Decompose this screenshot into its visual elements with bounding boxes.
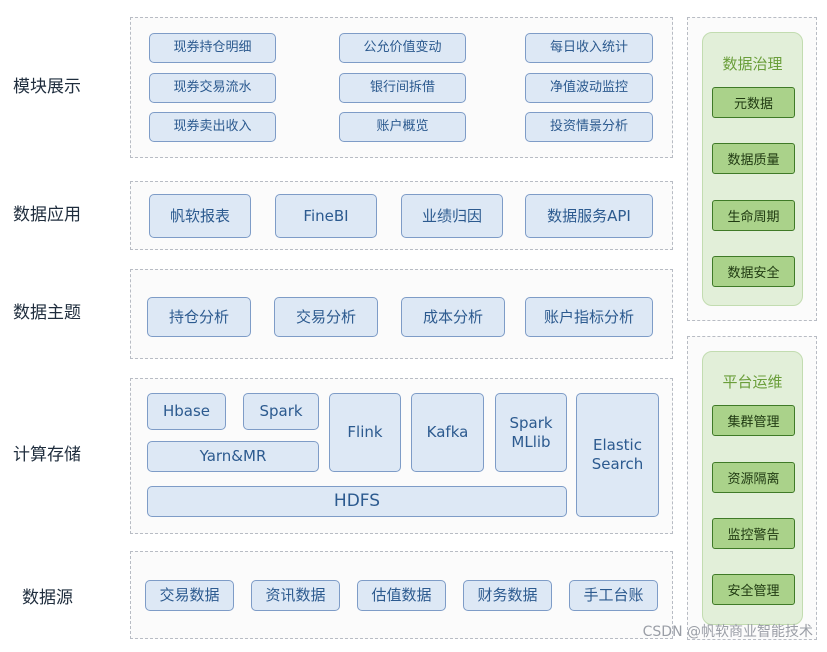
source-item: 手工台账 (569, 580, 658, 611)
layer-label-source: 数据源 (22, 588, 73, 608)
source-item: 交易数据 (145, 580, 234, 611)
display-item: 银行间拆借 (339, 73, 466, 103)
hbase-box: Hbase (147, 393, 226, 430)
kafka-box: Kafka (411, 393, 484, 472)
source-item: 财务数据 (463, 580, 552, 611)
application-item: 数据服务API (525, 194, 653, 238)
governance-title: 数据治理 (722, 55, 783, 73)
watermark: CSDN @帆软商业智能技术 (642, 624, 813, 640)
flink-box: Flink (329, 393, 401, 472)
yarn-mr-box: Yarn&MR (147, 441, 319, 472)
spark-box: Spark (243, 393, 319, 430)
topic-item: 账户指标分析 (525, 297, 653, 337)
topic-item: 成本分析 (401, 297, 505, 337)
display-item: 公允价值变动 (339, 33, 466, 63)
ops-item: 监控警告 (712, 518, 795, 549)
hdfs-box: HDFS (147, 486, 567, 517)
layer-label-application: 数据应用 (13, 205, 81, 225)
application-item: FineBI (275, 194, 377, 238)
display-item: 现券持仓明细 (149, 33, 276, 63)
application-item: 业绩归因 (401, 194, 503, 238)
governance-item: 生命周期 (712, 200, 795, 231)
source-item: 估值数据 (357, 580, 446, 611)
source-item: 资讯数据 (251, 580, 340, 611)
display-item: 投资情景分析 (525, 112, 653, 142)
governance-item: 数据安全 (712, 256, 795, 287)
display-item: 现券交易流水 (149, 73, 276, 103)
governance-item: 元数据 (712, 87, 795, 118)
layer-label-compute: 计算存储 (13, 445, 81, 465)
elastic-search-box: Elastic Search (576, 393, 659, 517)
layer-label-display: 模块展示 (13, 77, 81, 97)
display-item: 账户概览 (339, 112, 466, 142)
application-item: 帆软报表 (149, 194, 251, 238)
governance-item: 数据质量 (712, 143, 795, 174)
layer-label-topic: 数据主题 (13, 303, 81, 323)
display-item: 净值波动监控 (525, 73, 653, 103)
spark-mllib-box: Spark MLlib (495, 393, 567, 472)
ops-item: 安全管理 (712, 574, 795, 605)
topic-item: 持仓分析 (147, 297, 251, 337)
topic-item: 交易分析 (274, 297, 378, 337)
ops-item: 集群管理 (712, 405, 795, 436)
ops-item: 资源隔离 (712, 462, 795, 493)
display-item: 现券卖出收入 (149, 112, 276, 142)
ops-title: 平台运维 (722, 373, 783, 391)
display-item: 每日收入统计 (525, 33, 653, 63)
